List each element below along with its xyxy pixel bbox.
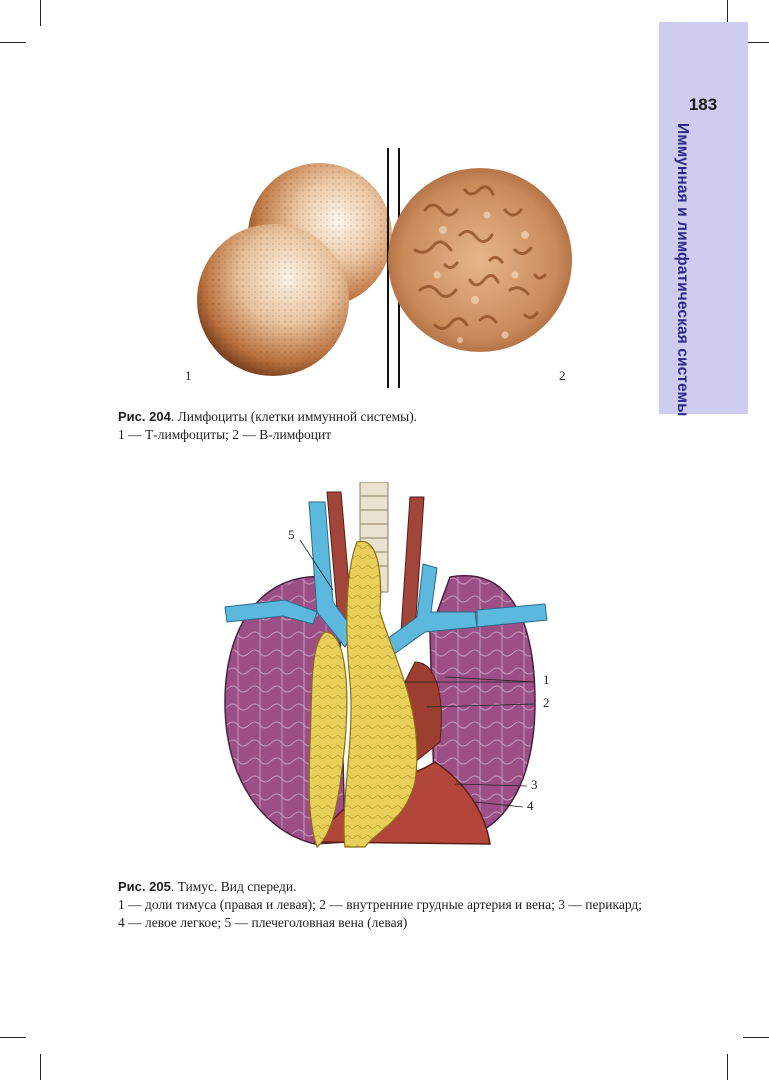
figure-205-caption-title: Рис. 205. Тимус. Вид спереди.	[118, 878, 648, 896]
crop-mark	[40, 0, 41, 26]
brachiocephalic-vein-left	[382, 563, 478, 658]
figure-205-label: 4	[527, 798, 534, 813]
figure-204-caption-legend: 1 — Т-лимфоциты; 2 — В-лимфоцит	[118, 427, 332, 442]
chapter-tab	[659, 22, 748, 414]
figure-205-caption-prefix: Рис. 205	[118, 879, 171, 894]
figure-205-label: 2	[543, 695, 550, 710]
page-number: 183	[688, 95, 718, 114]
figure-205-caption: Рис. 205. Тимус. Вид спереди. 1 — доли т…	[118, 878, 648, 932]
thymus-left-lobe	[343, 540, 418, 848]
figure-204-label-1: 1	[185, 368, 192, 383]
figure-204-illustration: 1 2	[175, 140, 595, 390]
subclavian-vein-right	[224, 599, 318, 625]
crop-mark	[727, 1054, 728, 1080]
subclavian-vein-left	[476, 603, 548, 628]
figure-205-caption-title-text: . Тимус. Вид спереди.	[170, 879, 297, 894]
figure-205-caption-legend: 1 — доли тимуса (правая и левая); 2 — вн…	[118, 897, 643, 930]
figure-204-caption-prefix: Рис. 204	[118, 409, 171, 424]
figure-205-label: 1	[543, 672, 550, 687]
thymus-drawing	[224, 482, 548, 849]
figure-204-caption-title-text: . Лимфоциты (клетки иммунной системы).	[170, 409, 418, 424]
thymus-right-lobe	[308, 631, 348, 849]
figure-204-caption: Рис. 204. Лимфоциты (клетки иммунной сис…	[118, 408, 648, 444]
running-section-title: Иммунная и лимфатическая системы	[674, 123, 691, 417]
figure-204-caption-title: Рис. 204. Лимфоциты (клетки иммунной сис…	[118, 408, 648, 426]
crop-mark	[0, 1037, 26, 1038]
left-lung	[429, 574, 536, 835]
crop-mark	[727, 0, 728, 26]
crop-mark	[0, 42, 26, 43]
figure-205-illustration: 5 1 2 3 4	[205, 482, 575, 862]
figure-204-label-2: 2	[559, 368, 566, 383]
crop-mark	[743, 1037, 769, 1038]
lymphocytes-drawing	[197, 148, 572, 388]
figure-205-label: 5	[288, 527, 295, 542]
figure-205-label: 3	[531, 777, 538, 792]
crop-mark	[40, 1054, 41, 1080]
b-lymphocyte	[388, 168, 572, 352]
crop-mark	[743, 42, 769, 43]
